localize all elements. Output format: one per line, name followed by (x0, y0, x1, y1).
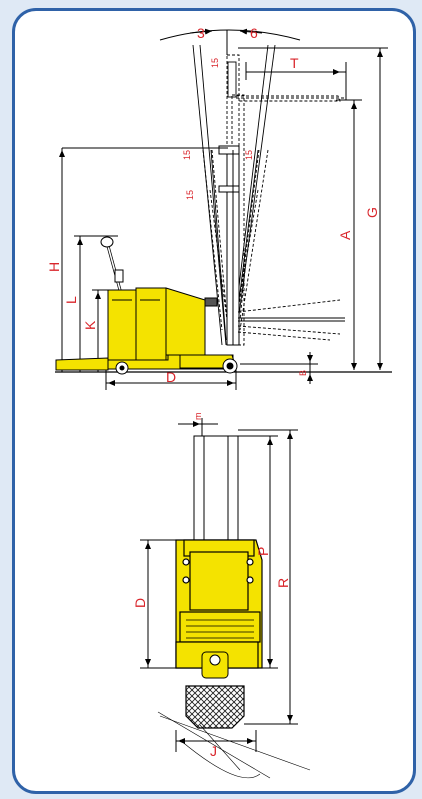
fork-tines (193, 435, 239, 542)
raised-fork (227, 61, 346, 99)
p-label: P (255, 547, 271, 556)
tilt-forward-label: 6 (250, 25, 258, 41)
truck-body (107, 287, 218, 361)
front-body (175, 539, 263, 669)
wheels (115, 358, 238, 375)
front-view: m (132, 413, 311, 779)
drive-wheel (185, 685, 245, 729)
g-label: G (364, 207, 380, 218)
mast (218, 145, 240, 346)
turning-lines (157, 711, 311, 779)
j-label: J (210, 743, 217, 759)
r-label: R (275, 578, 291, 588)
t-label: T (290, 55, 299, 71)
fork-thickness-label-2: 15 (182, 150, 192, 160)
h-label: H (46, 262, 62, 272)
a-label: A (337, 230, 353, 240)
lowered-forks (237, 299, 345, 341)
d-label-side: D (166, 369, 176, 385)
dashed-mast-outline (202, 54, 341, 346)
fork-thickness-label-3: 15 (244, 150, 254, 160)
m-label: m (193, 413, 203, 421)
l-label: L (63, 296, 79, 304)
side-view: 3 6 (46, 25, 392, 390)
tilt-arc (159, 29, 301, 41)
front-tiller-head (201, 651, 229, 679)
fork-thickness-label-1: 15 (210, 58, 220, 68)
d-label-front: D (132, 598, 148, 608)
k-label: K (82, 320, 98, 330)
fork-thickness-label-4: 15 (185, 190, 195, 200)
b-label: B (298, 370, 308, 376)
tilt-back-label: 3 (197, 25, 205, 41)
tiller-handle (100, 236, 124, 291)
